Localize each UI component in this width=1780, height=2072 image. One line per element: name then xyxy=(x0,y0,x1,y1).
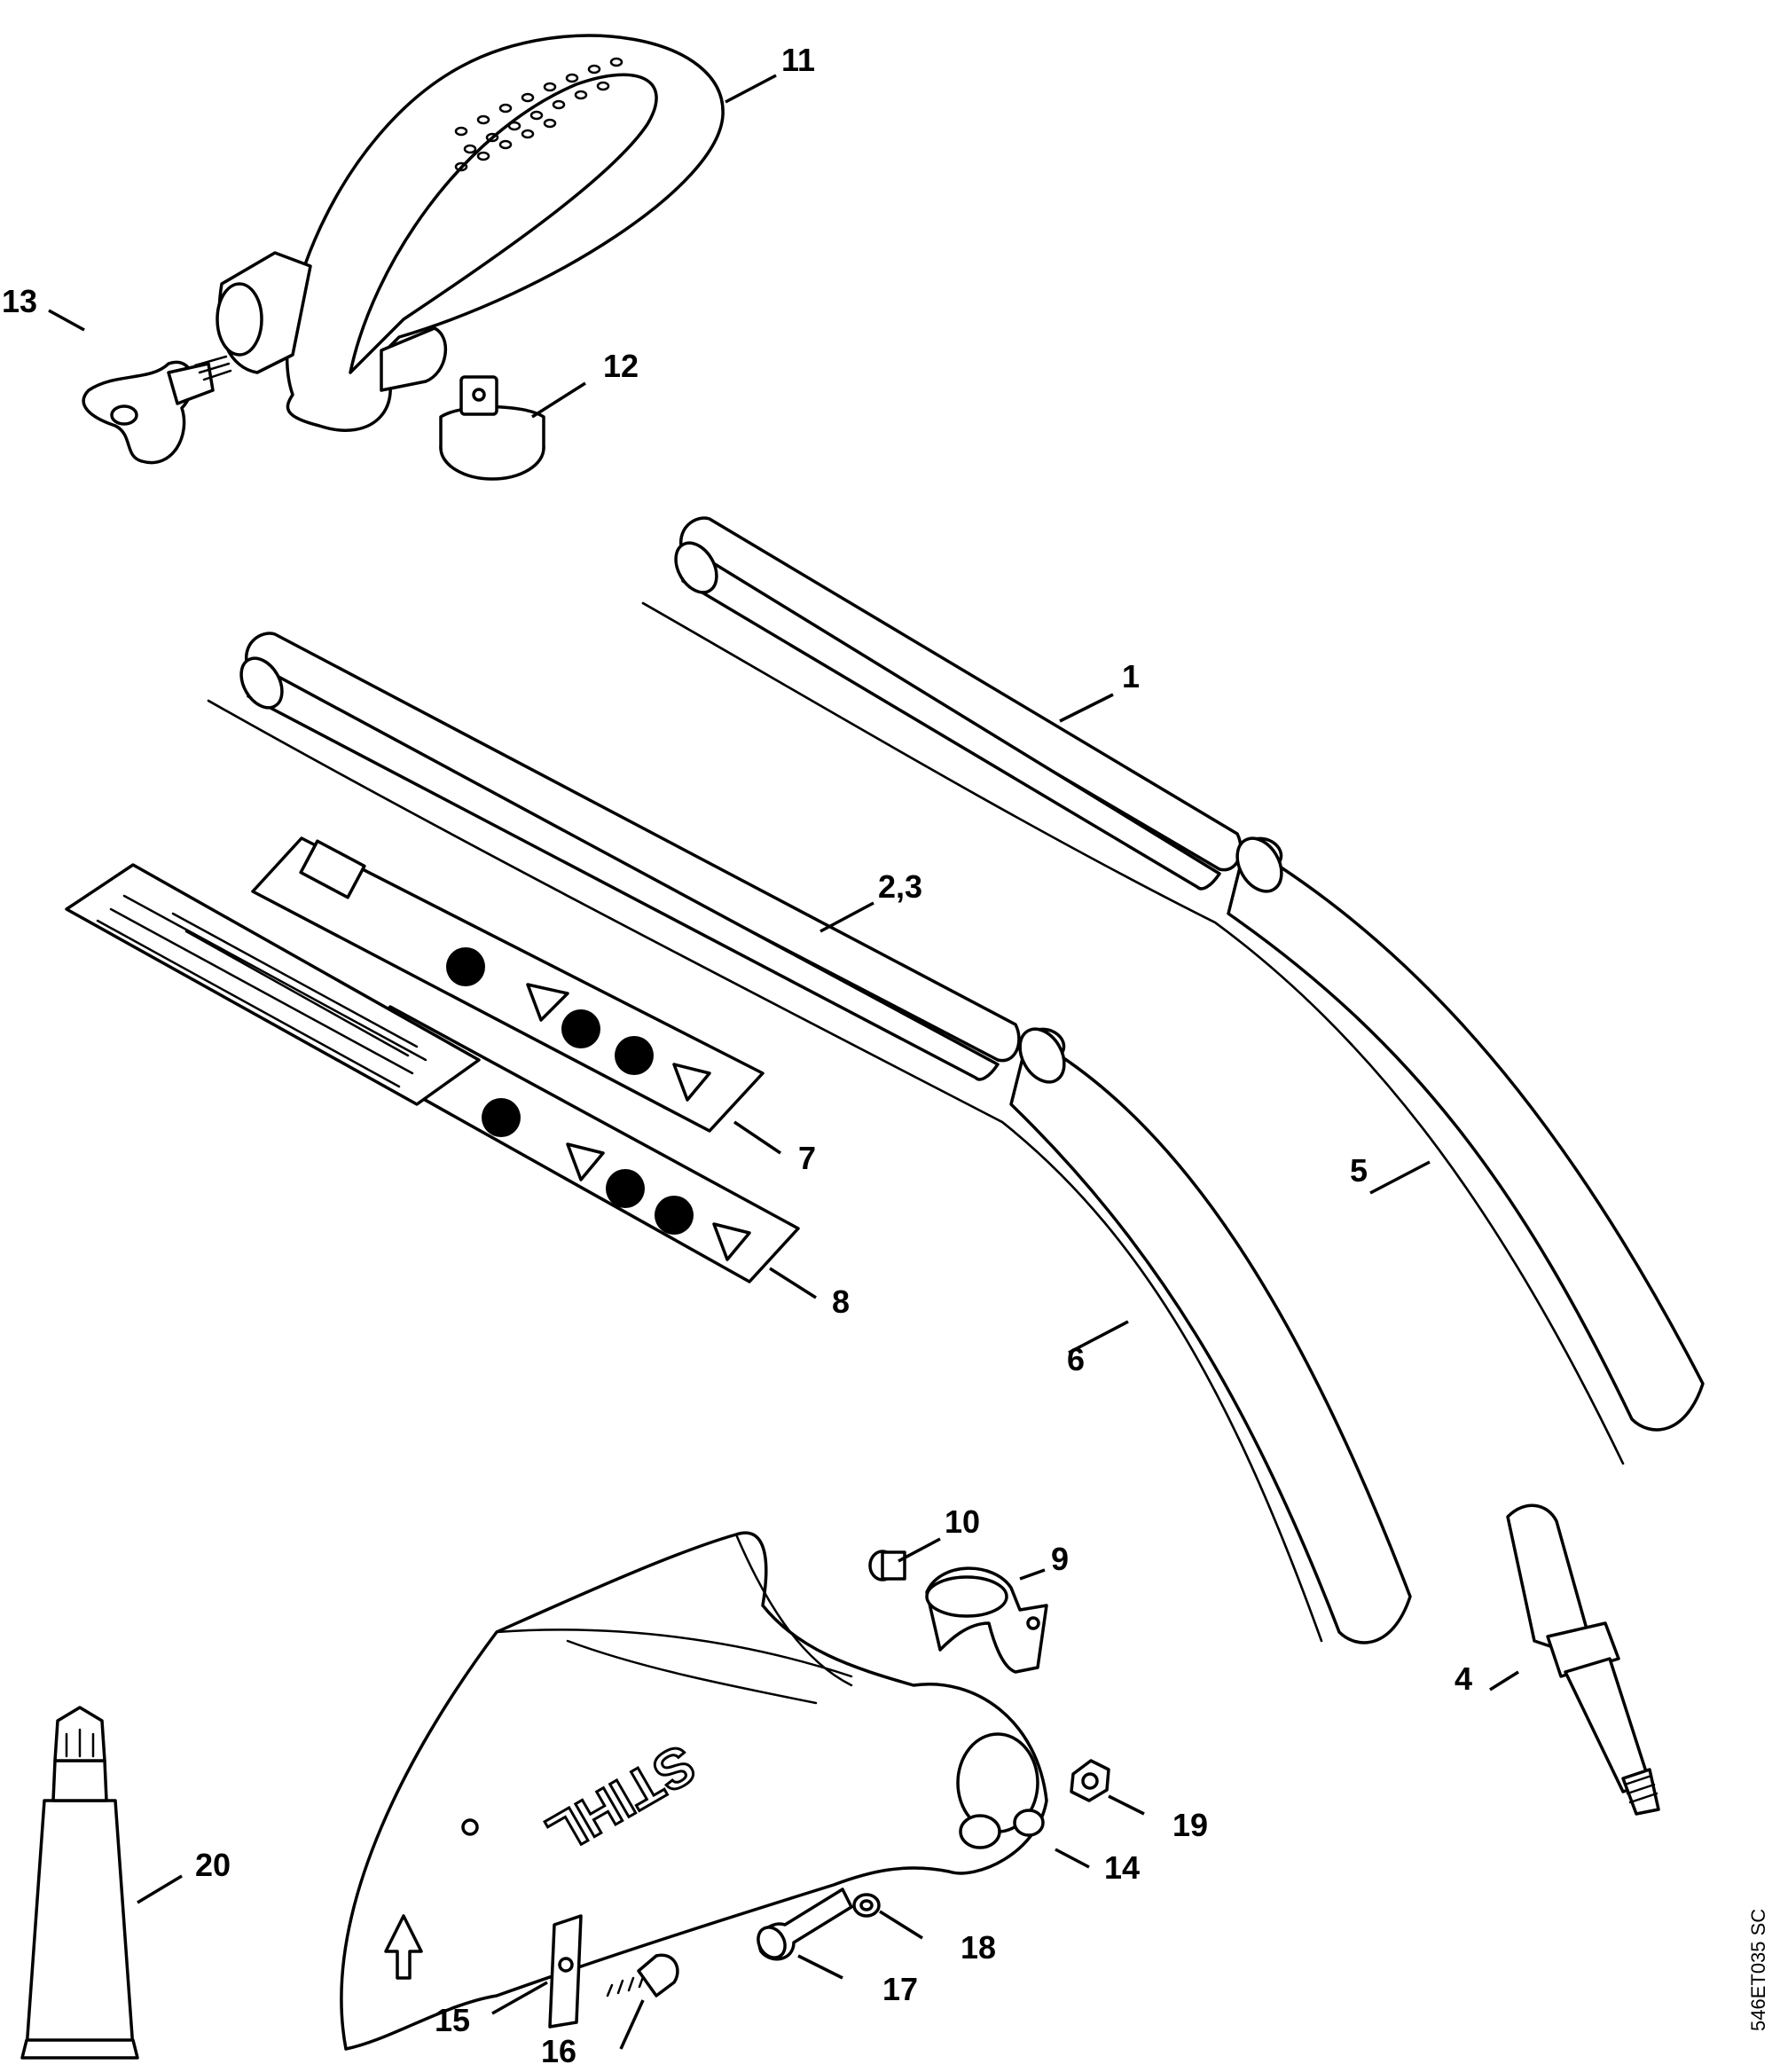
callout-1: 1 xyxy=(1122,658,1140,695)
loop-handle xyxy=(216,34,725,432)
leader-lines xyxy=(48,74,1519,2050)
instruction-label xyxy=(65,863,481,1106)
callout-2-3: 2,3 xyxy=(878,868,922,905)
drive-tube-lower xyxy=(239,632,1412,1644)
hose-clamp-12 xyxy=(439,375,545,481)
callout-11: 11 xyxy=(781,42,815,78)
callout-labels: 1 2,3 4 5 6 7 8 9 10 11 12 13 14 15 16 1… xyxy=(2,42,1472,2069)
callout-8: 8 xyxy=(832,1283,850,1320)
callout-5: 5 xyxy=(1350,1152,1368,1189)
callout-14: 14 xyxy=(1104,1849,1140,1886)
pipe-clamp-9 xyxy=(925,1566,1048,1674)
callout-7: 7 xyxy=(798,1140,816,1176)
drive-shaft-6 xyxy=(207,699,1323,1643)
callout-13: 13 xyxy=(2,283,37,319)
nut-19 xyxy=(1070,1759,1110,1802)
callout-6: 6 xyxy=(1067,1341,1085,1377)
washer-18 xyxy=(852,1893,881,1918)
screw-10 xyxy=(868,1550,906,1581)
callout-4: 4 xyxy=(1455,1660,1472,1697)
callout-9: 9 xyxy=(1051,1541,1069,1577)
drawing-code: 546ET035 SC xyxy=(1747,1909,1769,2031)
callout-20: 20 xyxy=(195,1847,231,1883)
screw-spring-16 xyxy=(606,1953,679,1997)
screw-17 xyxy=(757,1888,853,1961)
callout-10: 10 xyxy=(945,1503,980,1540)
callout-18: 18 xyxy=(961,1929,996,1966)
drive-shaft-5 xyxy=(641,601,1625,1465)
callout-17: 17 xyxy=(882,1971,918,2007)
drive-shaft-fitting xyxy=(1506,1503,1660,1816)
callout-19: 19 xyxy=(1172,1807,1208,1843)
drive-tube-upper xyxy=(674,516,1705,1432)
callout-15: 15 xyxy=(435,2002,470,2038)
line-limiter-blade-15 xyxy=(548,1914,583,2029)
callout-12: 12 xyxy=(603,348,639,384)
warning-decal-7 xyxy=(251,836,765,1133)
grease-tube-20 xyxy=(20,1706,139,2060)
wing-screw xyxy=(82,355,232,465)
deflector-guard: STIHL xyxy=(340,1531,1048,2051)
handle-perforations xyxy=(454,57,623,172)
callout-16: 16 xyxy=(541,2033,576,2069)
